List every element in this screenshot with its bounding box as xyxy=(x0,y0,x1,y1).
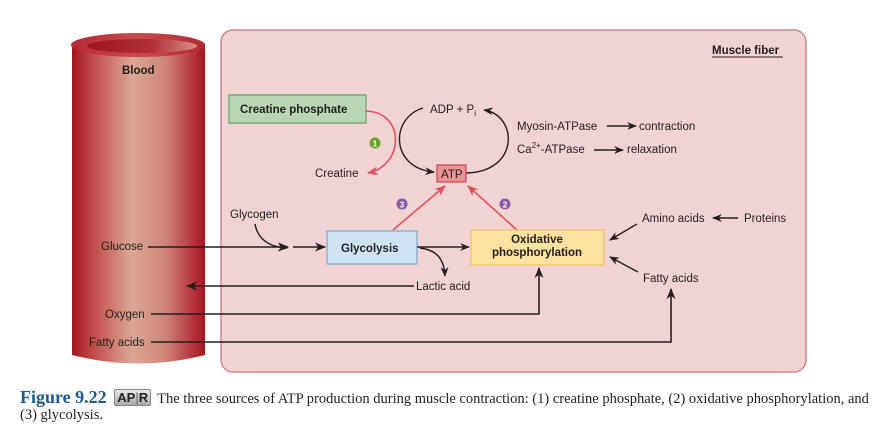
glycolysis-label: Glycolysis xyxy=(341,243,399,255)
muscle-fiber-label: Muscle fiber xyxy=(712,45,780,57)
atp-to-adp-arrow xyxy=(465,107,509,174)
contraction-label: contraction xyxy=(639,121,695,133)
blood-label: Blood xyxy=(122,65,155,77)
blood-fatty-acids-label: Fatty acids xyxy=(89,337,145,349)
pathway-marker-1 xyxy=(369,137,381,149)
lactic-acid-label: Lactic acid xyxy=(416,281,470,293)
pathway-marker-1-number: 1 xyxy=(373,140,378,149)
amino-acids-to-oxidative-arrow xyxy=(609,223,638,241)
relaxation-label: relaxation xyxy=(627,144,677,156)
proteins-label: Proteins xyxy=(744,213,786,225)
creatine-phosphate-to-creatine-arrow xyxy=(365,110,397,176)
oxidative-label-line2: phosphorylation xyxy=(492,247,582,259)
caption-text: The three sources of ATP production duri… xyxy=(20,391,869,423)
amino-acids-label: Amino acids xyxy=(642,213,705,225)
ca-atpase-label: Ca2+-ATPase xyxy=(517,141,585,156)
adp-to-atp-arrow xyxy=(398,107,435,176)
oxygen-to-oxidative-line xyxy=(151,266,544,315)
oxygen-label: Oxygen xyxy=(105,309,145,321)
apr-badge-separator: | xyxy=(135,390,139,405)
glycolysis-to-lactic-acid-arrow xyxy=(419,247,449,277)
muscle-fiber-panel xyxy=(220,29,807,373)
oxidative-phosphorylation-box xyxy=(470,229,605,266)
adp-pi-label: ADP + Pi xyxy=(430,104,476,118)
apr-badge-r: R xyxy=(138,390,149,405)
creatine-phosphate-label: Creatine phosphate xyxy=(240,104,347,116)
creatine-label: Creatine xyxy=(315,168,358,180)
glycolysis-to-atp-arrow xyxy=(392,185,446,231)
apr-badge[interactable]: AP|R xyxy=(114,389,152,406)
fatty-acids-to-oxidative-arrow xyxy=(609,256,639,273)
pathway-marker-2 xyxy=(499,198,511,210)
myosin-atpase-label: Myosin-ATPase xyxy=(517,121,597,133)
atp-box xyxy=(436,164,467,183)
apr-badge-ap: AP xyxy=(117,390,136,405)
pathway-marker-3 xyxy=(396,198,408,210)
atp-label: ATP xyxy=(441,169,463,181)
glucose-label: Glucose xyxy=(101,241,143,253)
fatty-acids-to-muscle-line xyxy=(151,287,676,343)
figure-number: Figure 9.22 xyxy=(20,387,107,407)
creatine-phosphate-box xyxy=(228,94,367,124)
muscle-fatty-acids-label: Fatty acids xyxy=(643,273,699,285)
pathway-marker-3-number: 3 xyxy=(400,201,405,210)
glycogen-label: Glycogen xyxy=(230,209,279,221)
pathway-marker-2-number: 2 xyxy=(503,201,508,210)
oxidative-to-atp-arrow xyxy=(467,185,518,231)
blood-vessel: Blood xyxy=(71,33,205,364)
oxidative-label-line1: Oxidative xyxy=(511,234,563,246)
